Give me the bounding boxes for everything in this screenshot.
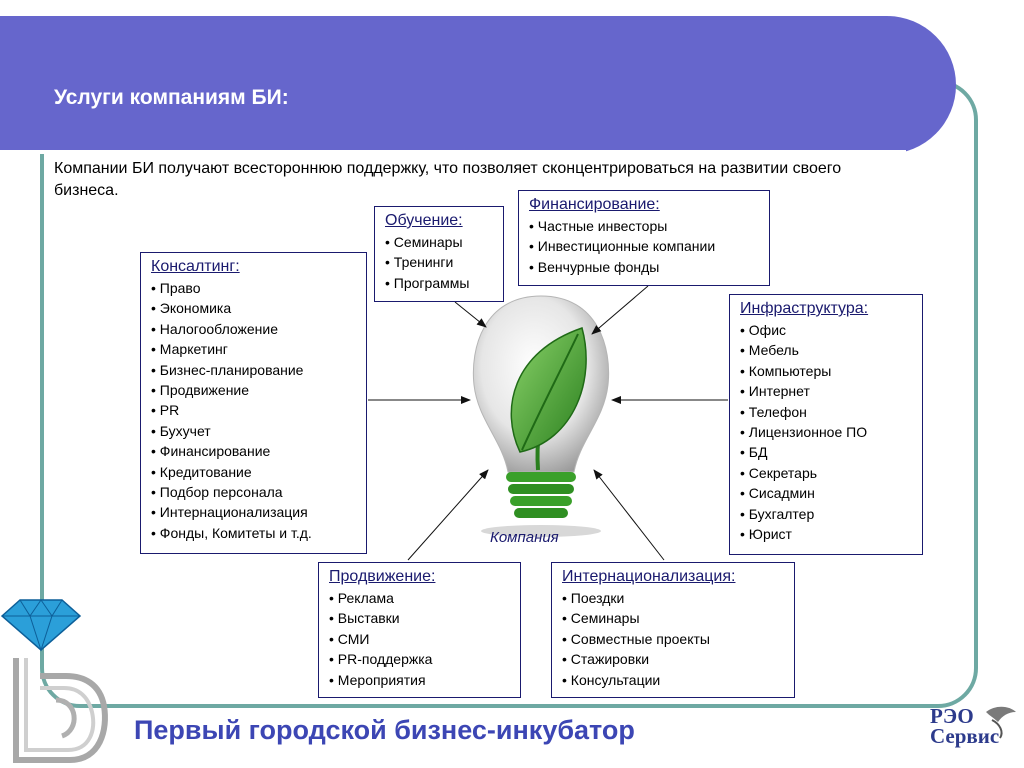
list-item: Налогообложение: [151, 319, 356, 339]
logo-line-1: РЭО: [930, 704, 974, 728]
box-title: Финансирование:: [529, 196, 660, 213]
list-item: Компьютеры: [740, 361, 912, 381]
list-item: Интернет: [740, 381, 912, 401]
arrow-finance: [591, 285, 649, 335]
eagle-icon: [986, 706, 1016, 739]
list-item: Совместные проекты: [562, 629, 784, 649]
list-item: Право: [151, 278, 356, 298]
list-item: Программы: [385, 273, 493, 293]
logo-line-2: Сервис: [930, 724, 1000, 748]
finance-list: Частные инвесторыИнвестиционные компании…: [529, 216, 759, 277]
intro-text: Компании БИ получают всестороннюю поддер…: [54, 160, 842, 199]
arrow-internationalization: [593, 469, 665, 561]
list-item: Интернационализация: [151, 502, 356, 522]
list-item: Юрист: [740, 524, 912, 544]
infrastructure-box: Инфраструктура: ОфисМебельКомпьютерыИнте…: [729, 294, 923, 555]
infrastructure-list: ОфисМебельКомпьютерыИнтернетТелефонЛицен…: [740, 320, 912, 544]
list-item: Маркетинг: [151, 339, 356, 359]
list-item: Реклама: [329, 588, 510, 608]
list-item: Семинары: [562, 608, 784, 628]
arrow-training: [454, 301, 487, 328]
list-item: Сисадмин: [740, 483, 912, 503]
list-item: БД: [740, 442, 912, 462]
list-item: Лицензионное ПО: [740, 422, 912, 442]
list-item: Семинары: [385, 232, 493, 252]
list-item: Мебель: [740, 340, 912, 360]
list-item: Консультации: [562, 670, 784, 690]
list-item: PR: [151, 400, 356, 420]
list-item: Кредитование: [151, 462, 356, 482]
internationalization-list: ПоездкиСеминарыСовместные проектыСтажиро…: [562, 588, 784, 690]
slide-header-band: [0, 16, 956, 154]
internationalization-box: Интернационализация: ПоездкиСеминарыСовм…: [551, 562, 795, 698]
list-item: Секретарь: [740, 463, 912, 483]
list-item: Офис: [740, 320, 912, 340]
header-divider: [0, 150, 906, 154]
list-item: Частные инвесторы: [529, 216, 759, 236]
list-item: Фонды, Комитеты и т.д.: [151, 523, 356, 543]
list-item: Бухучет: [151, 421, 356, 441]
list-item: Телефон: [740, 402, 912, 422]
box-title: Инфраструктура:: [740, 300, 869, 317]
footer-title: Первый городской бизнес-инкубатор: [134, 715, 635, 745]
promotion-box: Продвижение: РекламаВыставкиСМИPR-поддер…: [318, 562, 521, 698]
list-item: Подбор персонала: [151, 482, 356, 502]
box-title: Интернационализация:: [562, 568, 736, 585]
list-item: Экономика: [151, 298, 356, 318]
consulting-box: Консалтинг: ПравоЭкономикаНалогообложени…: [140, 252, 367, 554]
list-item: Финансирование: [151, 441, 356, 461]
box-title: Продвижение:: [329, 568, 436, 585]
center-label: Компания: [490, 529, 559, 546]
arrow-promotion: [407, 469, 489, 561]
slide-title: Услуги компаниям БИ:: [54, 86, 289, 109]
list-item: Венчурные фонды: [529, 257, 759, 277]
list-item: Тренинги: [385, 252, 493, 272]
list-item: Поездки: [562, 588, 784, 608]
training-list: СеминарыТренингиПрограммы: [385, 232, 493, 293]
list-item: Продвижение: [151, 380, 356, 400]
list-item: Выставки: [329, 608, 510, 628]
finance-box: Финансирование: Частные инвесторыИнвести…: [518, 190, 770, 286]
leaf-icon: [510, 327, 587, 471]
list-item: Мероприятия: [329, 670, 510, 690]
promotion-list: РекламаВыставкиСМИPR-поддержкаМероприяти…: [329, 588, 510, 690]
reo-servis-logo: РЭО Сервис: [930, 704, 1000, 748]
list-item: СМИ: [329, 629, 510, 649]
connector-arrows: [368, 285, 728, 561]
list-item: Стажировки: [562, 649, 784, 669]
list-item: Бухгалтер: [740, 504, 912, 524]
list-item: PR-поддержка: [329, 649, 510, 669]
bulb-base-icon: [506, 472, 576, 518]
box-title: Консалтинг:: [151, 258, 240, 275]
list-item: Инвестиционные компании: [529, 236, 759, 256]
list-item: Бизнес-планирование: [151, 360, 356, 380]
box-title: Обучение:: [385, 212, 463, 229]
consulting-list: ПравоЭкономикаНалогообложениеМаркетингБи…: [151, 278, 356, 543]
training-box: Обучение: СеминарыТренингиПрограммы: [374, 206, 504, 302]
bulb-shadow: [481, 525, 601, 537]
